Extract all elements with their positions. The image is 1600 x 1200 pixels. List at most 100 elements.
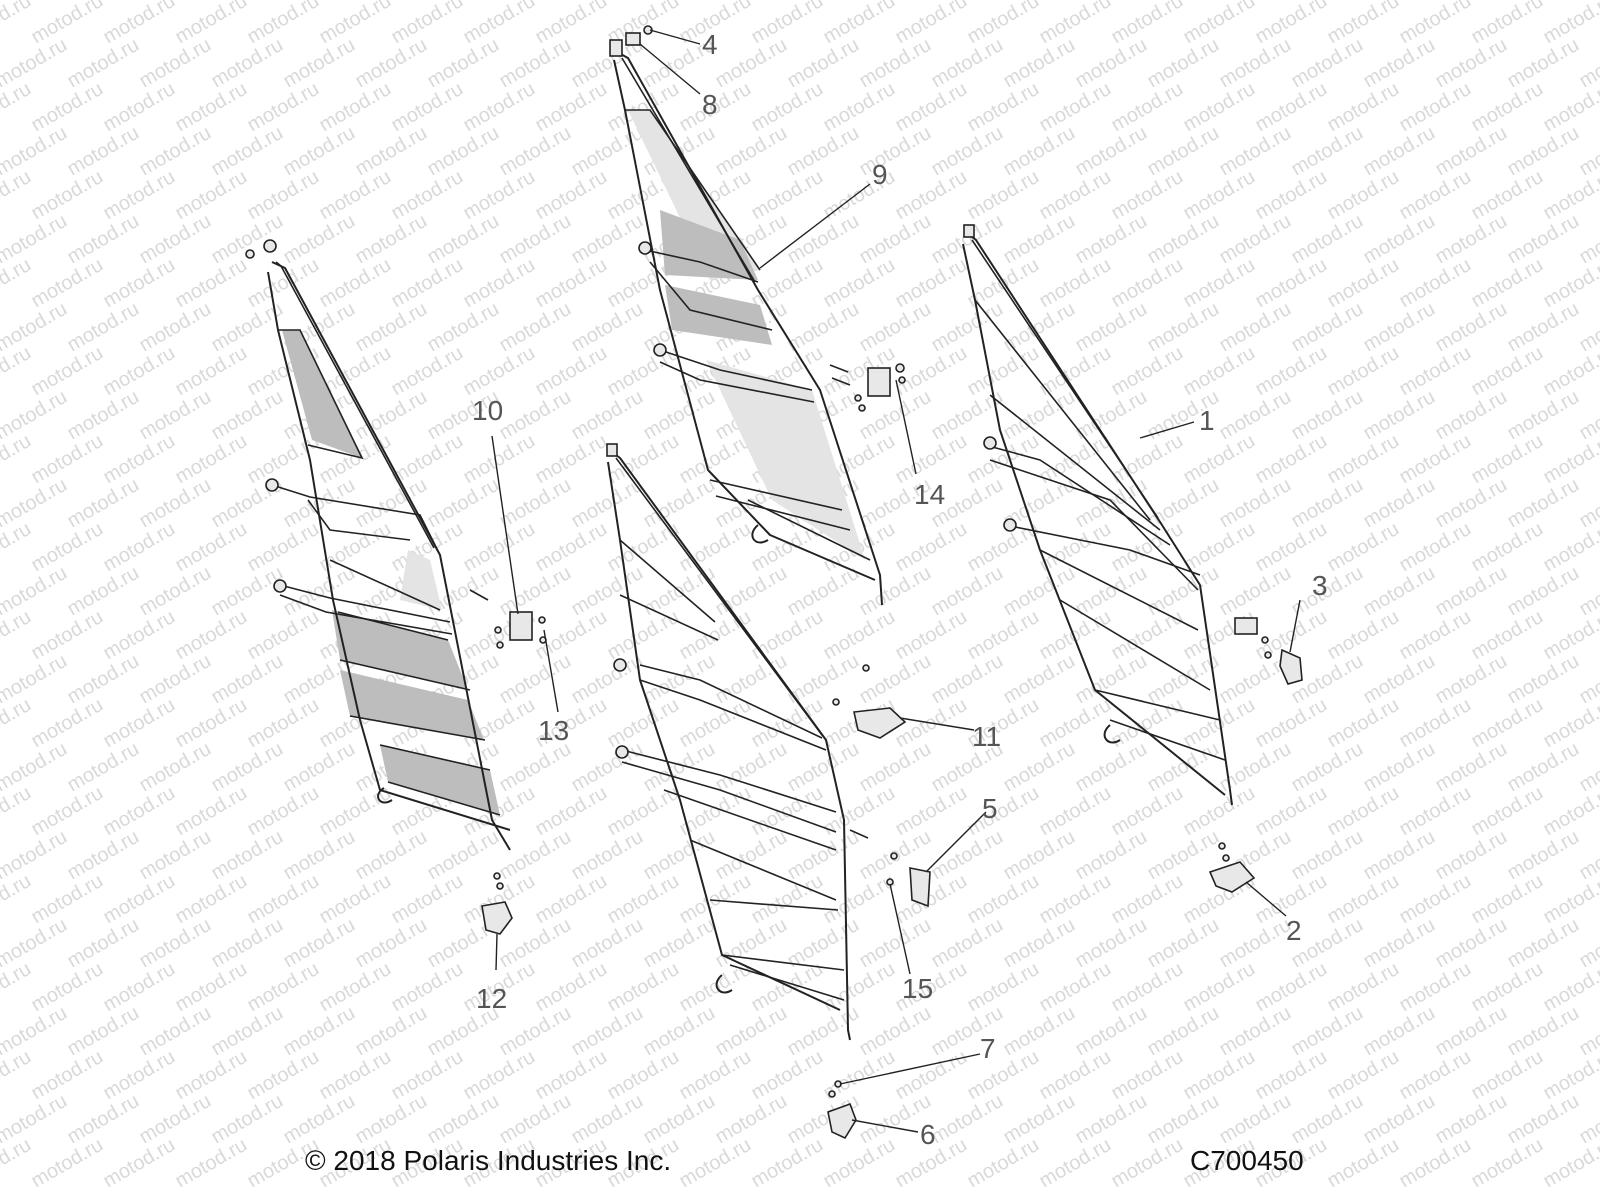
watermark-text: motod.ru (28, 958, 107, 1017)
watermark-text: motod.ru (172, 606, 251, 665)
watermark-text: motod.ru (856, 298, 935, 357)
watermark-text: motod.ru (100, 1134, 179, 1193)
watermark-text: motod.ru (1180, 166, 1259, 225)
watermark-text: motod.ru (1000, 298, 1079, 357)
watermark-text: motod.ru (1216, 914, 1295, 973)
watermark-text: motod.ru (784, 738, 863, 797)
watermark-text: motod.ru (604, 1046, 683, 1105)
watermark-text: motod.ru (1504, 298, 1583, 357)
watermark-text: motod.ru (568, 914, 647, 973)
watermark-text: motod.ru (964, 78, 1043, 137)
watermark-text: motod.ru (424, 826, 503, 885)
watermark-text: motod.ru (1288, 122, 1367, 181)
watermark-text: motod.ru (964, 606, 1043, 665)
watermark-text: motod.ru (64, 914, 143, 973)
watermark-text: motod.ru (244, 254, 323, 313)
watermark-text: motod.ru (1072, 210, 1151, 269)
callout-14: 14 (914, 479, 945, 510)
watermark-text: motod.ru (388, 1046, 467, 1105)
watermark-text: motod.ru (352, 1002, 431, 1061)
watermark-text: motod.ru (496, 34, 575, 93)
watermark-text: motod.ru (892, 782, 971, 841)
watermark-text: motod.ru (568, 1090, 647, 1149)
callout-8: 8 (702, 89, 718, 120)
watermark-text: motod.ru (208, 738, 287, 797)
watermark-text: motod.ru (1288, 474, 1367, 533)
watermark-text: motod.ru (1504, 34, 1583, 93)
watermark-text: motod.ru (64, 386, 143, 445)
watermark-text: motod.ru (100, 958, 179, 1017)
watermark-text: motod.ru (1468, 518, 1547, 577)
watermark-text: motod.ru (1252, 342, 1331, 401)
watermark-text: motod.ru (640, 386, 719, 445)
watermark-text: motod.ru (1072, 474, 1151, 533)
watermark-text: motod.ru (820, 1134, 899, 1193)
watermark-text: motod.ru (1144, 298, 1223, 357)
watermark-text: motod.ru (316, 0, 395, 48)
watermark-text: motod.ru (496, 562, 575, 621)
watermark-text: motod.ru (136, 1002, 215, 1061)
watermark-text: motod.ru (1396, 1046, 1475, 1105)
callout-15: 15 (902, 973, 933, 1004)
watermark-text: motod.ru (1468, 254, 1547, 313)
watermark-text: motod.ru (1324, 342, 1403, 401)
watermark-text: motod.ru (496, 738, 575, 797)
watermark-text: motod.ru (1072, 34, 1151, 93)
watermark-text: motod.ru (28, 694, 107, 753)
watermark-text: motod.ru (784, 34, 863, 93)
watermark-text: motod.ru (928, 650, 1007, 709)
watermark-text: motod.ru (1396, 694, 1475, 753)
watermark-text: motod.ru (532, 342, 611, 401)
watermark-text: motod.ru (280, 914, 359, 973)
watermark-text: motod.ru (1252, 166, 1331, 225)
watermark-text: motod.ru (1432, 826, 1511, 885)
watermark-text: motod.ru (100, 782, 179, 841)
watermark-text: motod.ru (208, 826, 287, 885)
watermark-text: motod.ru (1504, 1090, 1583, 1149)
watermark-text: motod.ru (100, 254, 179, 313)
door-left-panels (282, 330, 500, 815)
watermark-text: motod.ru (28, 430, 107, 489)
watermark-text: motod.ru (1324, 166, 1403, 225)
watermark-text: motod.ru (172, 694, 251, 753)
watermark-text: motod.ru (1108, 1134, 1187, 1193)
watermark-text: motod.ru (280, 562, 359, 621)
watermark-text: motod.ru (1108, 782, 1187, 841)
watermark-text: motod.ru (496, 386, 575, 445)
watermark-text: motod.ru (1324, 254, 1403, 313)
watermark-text: motod.ru (1216, 386, 1295, 445)
watermark-text: motod.ru (640, 650, 719, 709)
watermark-text: motod.ru (136, 386, 215, 445)
watermark-text: motod.ru (1432, 474, 1511, 533)
watermark-text: motod.ru (28, 782, 107, 841)
watermark-text: motod.ru (244, 958, 323, 1017)
watermark-text: motod.ru (1180, 606, 1259, 665)
watermark-text: motod.ru (856, 738, 935, 797)
watermark-text: motod.ru (1216, 1002, 1295, 1061)
watermark-text: motod.ru (388, 166, 467, 225)
watermark-text: motod.ru (1288, 826, 1367, 885)
watermark-text: motod.ru (1000, 1002, 1079, 1061)
watermark-text: motod.ru (1144, 210, 1223, 269)
watermark-text: motod.ru (712, 914, 791, 973)
watermark-text: motod.ru (928, 1090, 1007, 1149)
watermark-text: motod.ru (1036, 694, 1115, 753)
watermark-text: motod.ru (604, 694, 683, 753)
watermark-text: motod.ru (748, 606, 827, 665)
watermark-text: motod.ru (1468, 166, 1547, 225)
callout-2: 2 (1286, 915, 1302, 946)
callout-6: 6 (920, 1119, 936, 1150)
callout-3: 3 (1312, 570, 1328, 601)
watermark-text: motod.ru (604, 430, 683, 489)
watermark-text: motod.ru (1252, 78, 1331, 137)
watermark-text: motod.ru (208, 650, 287, 709)
watermark-text: motod.ru (1072, 562, 1151, 621)
callout-5: 5 (982, 793, 998, 824)
watermark-text: motod.ru (1144, 562, 1223, 621)
watermark-text: motod.ru (136, 650, 215, 709)
watermark-text: motod.ru (64, 210, 143, 269)
watermark-text: motod.ru (424, 34, 503, 93)
watermark-text: motod.ru (892, 870, 971, 929)
watermark-text: motod.ru (0, 0, 35, 48)
